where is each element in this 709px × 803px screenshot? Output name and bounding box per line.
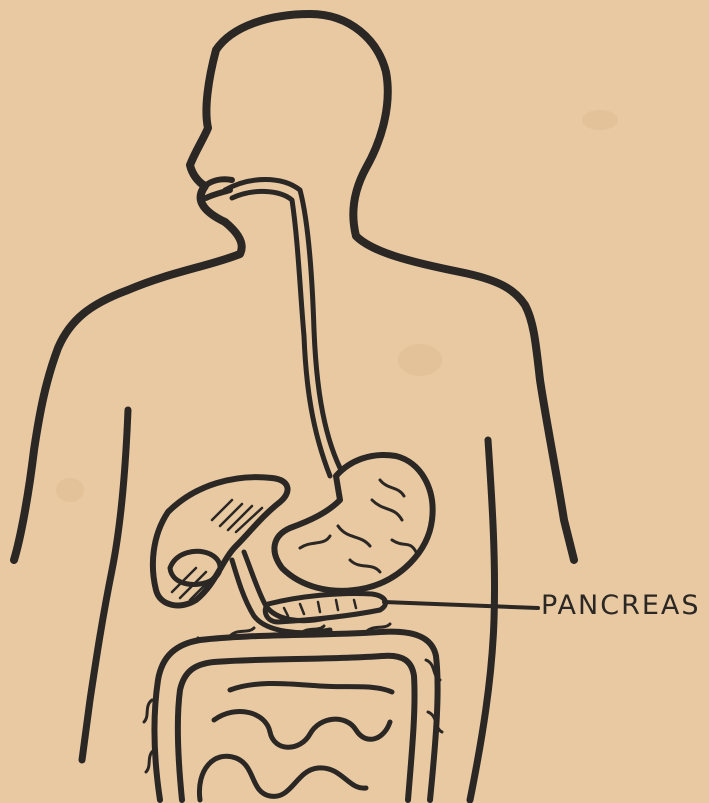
- large-intestine: [154, 632, 437, 800]
- right-torso-line: [470, 440, 495, 800]
- stain-2: [56, 478, 84, 502]
- left-shoulder-outline: [14, 222, 242, 560]
- paper-stains: [56, 110, 618, 502]
- liver: [153, 477, 288, 605]
- stain-1: [398, 344, 442, 376]
- stomach-folds: [300, 480, 416, 572]
- esophagus: [225, 180, 340, 477]
- small-intestine: [199, 684, 392, 801]
- pancreas-label: PANCREAS: [541, 592, 701, 619]
- colon-bulges: [144, 624, 442, 772]
- stomach: [274, 455, 432, 591]
- pancreas-leader-line: [384, 602, 538, 608]
- left-torso-line: [82, 410, 128, 760]
- stain-3: [582, 110, 618, 130]
